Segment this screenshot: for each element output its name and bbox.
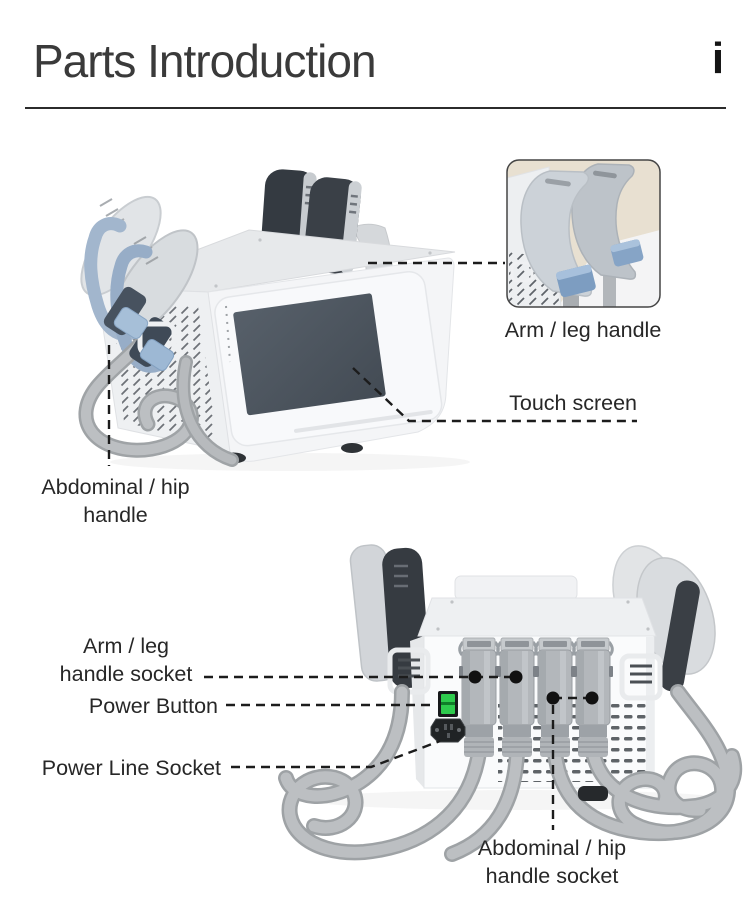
abdominal-handle-label: Abdominal / hip handle [41, 475, 190, 527]
power-line-socket [430, 718, 466, 743]
callout-line-power-line-socket [231, 739, 441, 769]
machine-back-photo [278, 544, 743, 862]
power-button-label: Power Button [88, 694, 218, 718]
abdominal-hip-handles [78, 195, 239, 467]
brand-mark: i [711, 34, 725, 83]
arm-leg-socket-label: Arm / leg handle socket [59, 634, 193, 686]
machine-front-photo [78, 169, 470, 471]
power-button [438, 691, 458, 717]
arm-leg-handle-inset-photo [506, 159, 661, 308]
touch-screen-label: Touch screen [509, 391, 637, 415]
page-title: Parts Introduction [33, 35, 377, 87]
touch-screen [233, 293, 386, 416]
power-line-socket-label: Power Line Socket [41, 756, 221, 780]
abdominal-socket-label: Abdominal / hip handle socket [477, 836, 627, 888]
callout-line-touch-screen [352, 367, 637, 423]
header-divider [25, 107, 726, 109]
callout-dots [468, 670, 599, 705]
arm-leg-handle-label: Arm / leg handle [504, 318, 662, 342]
